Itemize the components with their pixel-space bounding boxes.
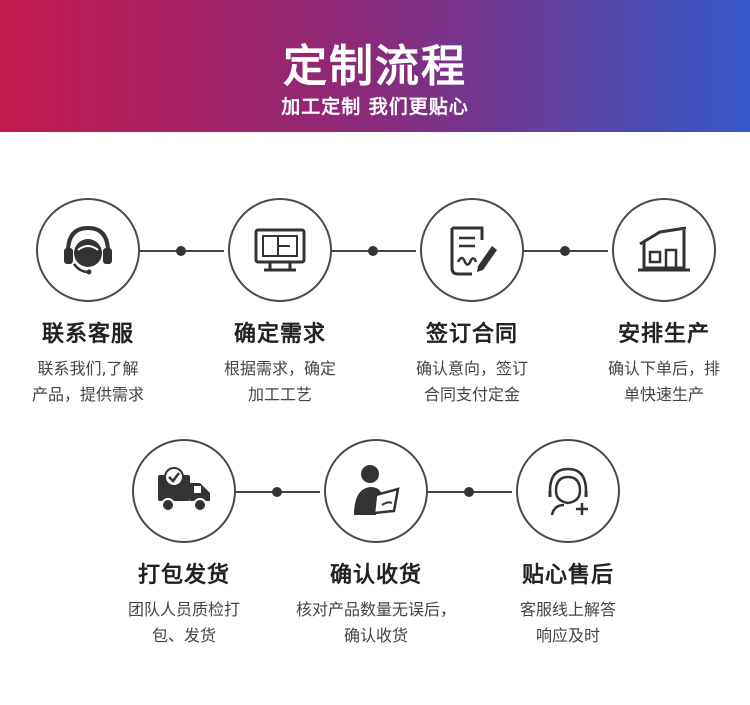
- step-desc: 客服线上解答 响应及时: [519, 600, 616, 645]
- connector-dot: [560, 246, 570, 256]
- delivery-truck-icon: [158, 467, 210, 512]
- step-sign-contract: 签订合同 确认意向，签订 合同支付定金: [387, 198, 557, 408]
- step-confirm-receipt: 确认收货 核对产品数量无误后， 确认收货: [291, 439, 461, 649]
- step-name: 联系客服: [41, 322, 134, 347]
- step-name: 贴心售后: [521, 563, 614, 588]
- person-checking-icon: [354, 465, 400, 515]
- connector-dot: [368, 246, 378, 256]
- step-icon-circle: [324, 439, 428, 543]
- step-desc: 根据需求，确定 加工工艺: [223, 359, 336, 404]
- step-desc: 确认下单后，排 单快速生产: [607, 359, 720, 404]
- step-icon-circle: [420, 198, 524, 302]
- connector-dot: [464, 487, 474, 497]
- step-name: 确认收货: [329, 563, 422, 588]
- factory-icon: [638, 226, 690, 272]
- step-desc: 核对产品数量无误后， 确认收货: [295, 600, 456, 645]
- step-arrange-production: 安排生产 确认下单后，排 单快速生产: [579, 198, 749, 408]
- connector-dot: [176, 246, 186, 256]
- step-icon-circle: [516, 439, 620, 543]
- step-desc: 联系我们,了解 产品，提供需求: [31, 359, 144, 404]
- step-pack-ship: 打包发货 团队人员质检打 包、发货: [99, 439, 269, 649]
- step-icon-circle: [36, 198, 140, 302]
- contract-sign-icon: [450, 226, 497, 276]
- page-title: 定制流程: [283, 41, 467, 92]
- step-name: 打包发货: [137, 563, 230, 588]
- step-name: 签订合同: [425, 322, 518, 347]
- step-icon-circle: [612, 198, 716, 302]
- page-subtitle: 加工定制 我们更贴心: [281, 96, 469, 118]
- step-after-sales: 贴心售后 客服线上解答 响应及时: [483, 439, 653, 649]
- blueprint-icon: [254, 228, 306, 272]
- connector-dot: [272, 487, 282, 497]
- headset-icon: [64, 225, 112, 275]
- support-agent-icon: [548, 467, 588, 516]
- header-banner: 定制流程 加工定制 我们更贴心: [0, 0, 750, 132]
- step-desc: 团队人员质检打 包、发货: [127, 600, 240, 645]
- step-name: 确定需求: [233, 322, 326, 347]
- step-contact-service: 联系客服 联系我们,了解 产品，提供需求: [3, 198, 173, 408]
- step-icon-circle: [228, 198, 332, 302]
- step-icon-circle: [132, 439, 236, 543]
- step-desc: 确认意向，签订 合同支付定金: [415, 359, 528, 404]
- step-confirm-requirements: 确定需求 根据需求，确定 加工工艺: [195, 198, 365, 408]
- step-name: 安排生产: [617, 322, 710, 347]
